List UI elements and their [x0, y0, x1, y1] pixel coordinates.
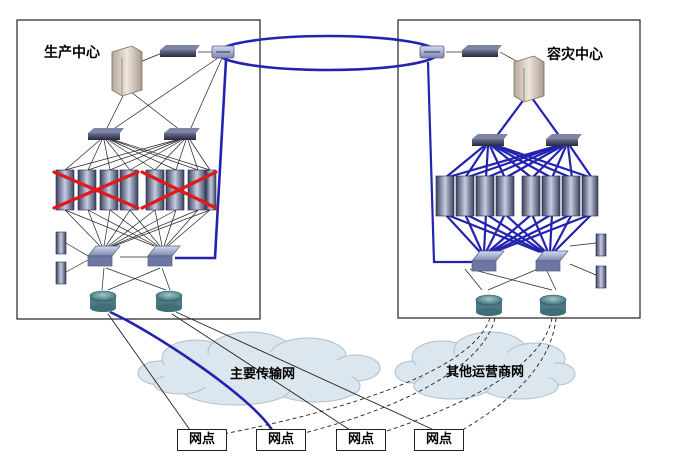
dr-storage-server	[513, 55, 545, 103]
dr-blade-servers	[435, 175, 599, 217]
dr-core-switch	[419, 45, 445, 59]
dr-center-frame	[397, 19, 641, 319]
production-wiring	[64, 51, 223, 291]
dr-blue-links	[426, 61, 593, 264]
interconnect-ring	[216, 34, 440, 72]
branch-node-4: 网点	[414, 429, 464, 451]
production-router-left	[89, 290, 117, 312]
production-router-right	[155, 290, 183, 312]
production-center-label: 生产中心	[44, 44, 100, 61]
dr-router-left	[475, 294, 503, 316]
main-network-cloud	[137, 331, 381, 406]
dr-wiring	[446, 51, 597, 291]
dr-agg-switch-right	[546, 134, 582, 146]
branch-node-1: 网点	[177, 429, 227, 451]
dr-access-switch-right	[535, 250, 569, 272]
dr-side-storage	[595, 233, 607, 289]
production-firewall	[160, 45, 200, 57]
main-network-label: 主要传输网	[230, 366, 295, 382]
dr-router-right	[539, 294, 567, 316]
production-agg-switch-left	[88, 128, 124, 140]
dr-access-switch-left	[471, 250, 505, 272]
production-storage-server	[111, 45, 143, 97]
branch-node-3: 网点	[336, 429, 386, 451]
production-agg-switch-right	[164, 128, 200, 140]
production-side-storage	[55, 231, 67, 285]
production-blue-uplink	[175, 59, 228, 260]
dr-agg-switch-left	[472, 134, 508, 146]
production-access-switch-right	[147, 245, 181, 267]
branch-node-2: 网点	[256, 429, 306, 451]
dr-center-label: 容灾中心	[546, 46, 603, 63]
production-core-switch	[211, 45, 235, 59]
other-carrier-label: 其他运营商网	[446, 364, 524, 380]
dr-firewall	[462, 45, 502, 57]
production-blade-servers	[55, 169, 217, 211]
other-carrier-cloud	[394, 331, 576, 400]
production-failure-cross	[52, 170, 218, 210]
production-center-frame	[16, 19, 261, 320]
production-access-switch-left	[87, 245, 121, 267]
